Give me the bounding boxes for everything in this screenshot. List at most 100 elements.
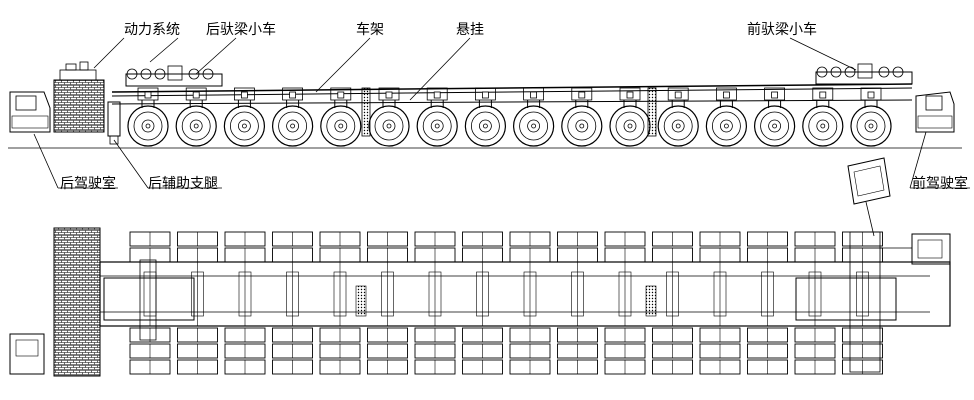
wheel-bottom: [319, 343, 361, 359]
wheel-bottom: [177, 327, 218, 343]
wheel-top: [129, 231, 171, 247]
wheel-bottom: [747, 327, 788, 343]
rear-trolley-top: [103, 259, 195, 341]
wheel-top: [794, 231, 836, 247]
side-wheel: [320, 87, 362, 147]
wheel-top: [699, 231, 741, 247]
side-wheel: [657, 87, 699, 147]
axle: [381, 262, 394, 326]
axle: [713, 262, 727, 326]
side-wheel: [705, 87, 748, 147]
wheel-bottom: [462, 343, 503, 359]
side-wheel: [512, 87, 555, 147]
axle: [523, 262, 537, 326]
wheel-bottom: [557, 327, 598, 343]
side-wheel: [175, 87, 217, 147]
wheel-bottom: [842, 327, 883, 343]
wheel-top: [319, 231, 361, 247]
wheel-top: [604, 231, 646, 247]
wheel-top: [224, 247, 266, 263]
wheel-bottom: [747, 343, 788, 359]
side-wheel: [802, 87, 844, 147]
side-wheel: [850, 87, 892, 147]
wheel-bottom: [462, 359, 503, 375]
suspension-block: [647, 87, 657, 137]
wheel-top: [557, 231, 598, 247]
wheel-bottom: [604, 327, 646, 343]
wheel-bottom: [414, 343, 456, 359]
wheel-bottom: [367, 359, 408, 375]
wheel-top: [652, 231, 693, 247]
wheel-bottom: [367, 327, 408, 343]
wheel-top: [652, 247, 693, 263]
wheel-bottom: [652, 343, 693, 359]
label-front-carrier-trolley: 前驮梁小车: [747, 22, 817, 38]
wheel-top: [414, 247, 456, 263]
wheel-top: [414, 231, 456, 247]
wheel-bottom: [462, 327, 503, 343]
wheel-bottom: [842, 343, 883, 359]
axle: [476, 262, 489, 326]
wheel-top: [509, 231, 551, 247]
axle: [286, 262, 299, 326]
wheel-bottom: [224, 359, 266, 375]
wheel-bottom: [177, 359, 218, 375]
wheel-top: [747, 231, 788, 247]
wheel-top: [842, 231, 883, 247]
power-system-side: [53, 61, 105, 133]
wheel-bottom: [367, 343, 408, 359]
label-rear-carrier-trolley: 后驮梁小车: [206, 22, 276, 38]
front-cab-top: [847, 157, 951, 265]
wheel-bottom: [699, 359, 741, 375]
wheel-bottom: [699, 343, 741, 359]
rear-cab-side: [9, 91, 51, 133]
label-power-system: 动力系统: [124, 22, 180, 38]
wheel-bottom: [272, 359, 313, 375]
label-suspension: 悬挂: [456, 22, 484, 38]
axle: [238, 262, 252, 326]
axle: [666, 262, 679, 326]
leader-lines: [33, 37, 970, 189]
front-carrier-trolley-side: [815, 63, 913, 85]
wheel-bottom: [557, 343, 598, 359]
rear-cab-top: [9, 333, 45, 375]
suspension-block: [361, 87, 371, 137]
wheel-top: [557, 247, 598, 263]
side-wheel: [223, 87, 265, 147]
wheel-bottom: [747, 359, 788, 375]
wheel-bottom: [129, 343, 171, 359]
side-wheel: [609, 87, 651, 147]
front-trolley-top: [795, 231, 897, 373]
axle: [191, 262, 204, 326]
wheel-top: [319, 247, 361, 263]
wheel-top: [794, 247, 836, 263]
wheel-bottom: [272, 343, 313, 359]
label-rear-support-leg: 后辅助支腿: [148, 176, 218, 192]
label-frame: 车架: [356, 22, 384, 38]
wheel-bottom: [272, 327, 313, 343]
wheel-bottom: [557, 359, 598, 375]
wheel-bottom: [652, 327, 693, 343]
wheel-top: [367, 231, 408, 247]
wheel-bottom: [177, 343, 218, 359]
wheel-top: [367, 247, 408, 263]
axle: [761, 262, 774, 326]
wheel-bottom: [319, 359, 361, 375]
side-wheel: [416, 87, 458, 147]
wheel-top: [604, 247, 646, 263]
label-rear-cab: 后驾驶室: [60, 176, 116, 192]
rear-support-leg-side: [107, 101, 121, 145]
wheel-bottom: [224, 327, 266, 343]
top-view: [9, 157, 951, 377]
axle: [571, 262, 584, 326]
side-wheel: [272, 87, 314, 147]
front-cab-side: [915, 91, 955, 133]
wheel-bottom: [699, 327, 741, 343]
wheel-bottom: [794, 327, 836, 343]
rear-carrier-trolley-side: [125, 65, 223, 87]
axle: [428, 262, 442, 326]
side-wheel: [127, 87, 169, 147]
wheel-top: [699, 247, 741, 263]
